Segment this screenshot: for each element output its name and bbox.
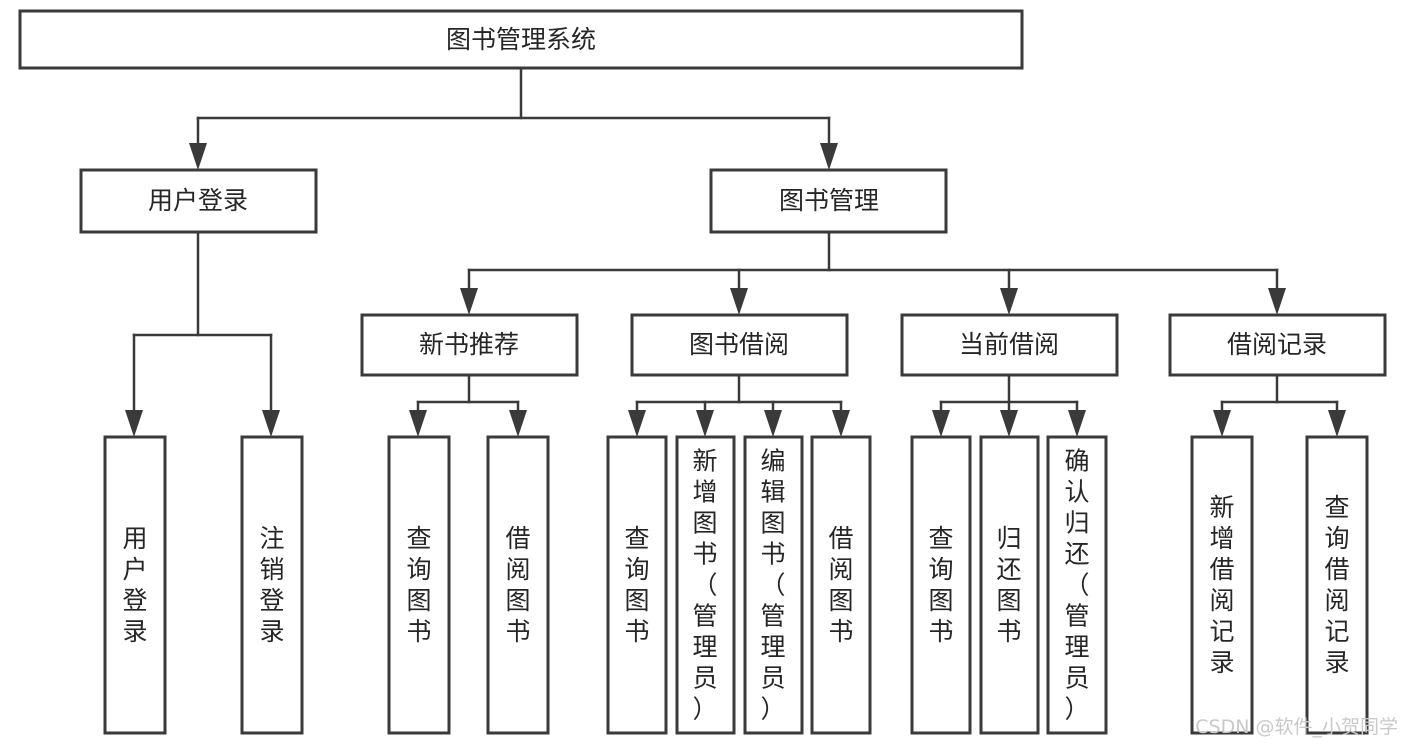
node-new-book-recommend-label: 新书推荐	[419, 330, 519, 359]
leaf-book-borrow-0-box[interactable]	[606, 435, 668, 735]
arrow-head-book-borrow-leaf-3	[832, 410, 850, 437]
arrow-head-current-borrow	[1000, 288, 1018, 315]
leaf-borrow-record-1-label: 查询借阅记录	[1324, 493, 1349, 677]
node-current-borrow[interactable]: 当前借阅	[900, 313, 1119, 377]
arrow-head-book-borrow-leaf-2	[764, 410, 782, 437]
node-new-book-recommend[interactable]: 新书推荐	[360, 313, 579, 377]
leaf-book-borrow-2-box[interactable]	[743, 435, 804, 735]
leaf-current-borrow-0-box[interactable]	[910, 435, 972, 735]
arrow-head-book-manage	[820, 143, 838, 170]
leaf-book-borrow-3-box[interactable]	[810, 435, 872, 735]
node-root-label: 图书管理系统	[446, 25, 596, 54]
node-book-borrow[interactable]: 图书借阅	[630, 313, 849, 377]
leaf-new-book-1-label: 借阅图书	[505, 524, 530, 646]
leaf-book-borrow-1-label: 新增图书（管理员）	[692, 447, 717, 724]
node-user-login-label: 用户登录	[148, 186, 248, 215]
leaf-current-borrow-0-label: 查询图书	[928, 524, 953, 646]
leaf-current-borrow-0[interactable]: 查询图书	[910, 435, 972, 735]
leaf-borrow-record-0[interactable]: 新增借阅记录	[1190, 435, 1254, 735]
leaf-book-borrow-2[interactable]: 编辑图书（管理员）	[743, 435, 804, 735]
arrow-head-new-book-leaf-0	[409, 410, 427, 437]
arrow-head-user-login	[189, 143, 207, 170]
leaf-borrow-record-1-box[interactable]	[1305, 435, 1369, 735]
leaf-user-login-0[interactable]: 用户登录	[103, 435, 167, 735]
leaf-current-borrow-2-box[interactable]	[1046, 435, 1108, 735]
arrow-head-book-borrow	[730, 288, 748, 315]
csdn-watermark: CSDN @软件_小贺同学	[1195, 716, 1398, 738]
leaf-user-login-0-box[interactable]	[103, 435, 167, 735]
leaf-user-login-0-label: 用户登录	[122, 524, 147, 646]
leaf-book-borrow-3-label: 借阅图书	[828, 524, 853, 646]
leaf-book-borrow-1[interactable]: 新增图书（管理员）	[675, 435, 736, 735]
node-user-login[interactable]: 用户登录	[79, 168, 318, 234]
arrow-head-current-borrow-leaf-2	[1068, 410, 1086, 437]
node-book-manage[interactable]: 图书管理	[709, 168, 948, 234]
node-current-borrow-label: 当前借阅	[959, 330, 1059, 359]
leaf-new-book-1[interactable]: 借阅图书	[486, 435, 550, 735]
arrow-head-borrow-record-leaf-1	[1328, 410, 1346, 437]
leaf-current-borrow-1[interactable]: 归还图书	[979, 435, 1040, 735]
leaf-borrow-record-0-box[interactable]	[1190, 435, 1254, 735]
leaf-current-borrow-1-label: 归还图书	[996, 524, 1021, 646]
node-book-manage-box[interactable]	[709, 168, 948, 234]
leaf-borrow-record-0-label: 新增借阅记录	[1209, 493, 1234, 677]
arrow-head-book-borrow-leaf-0	[628, 410, 646, 437]
arrow-head-book-borrow-leaf-1	[696, 410, 714, 437]
leaf-new-book-0-label: 查询图书	[406, 524, 431, 646]
node-root[interactable]: 图书管理系统	[18, 9, 1024, 70]
arrow-head-user-login-leaf-0	[125, 410, 143, 437]
leaf-book-borrow-3[interactable]: 借阅图书	[810, 435, 872, 735]
leaf-book-borrow-1-box[interactable]	[675, 435, 736, 735]
leaf-borrow-record-1[interactable]: 查询借阅记录	[1305, 435, 1369, 735]
node-user-login-box[interactable]	[79, 168, 318, 234]
arrow-head-new-book	[460, 288, 478, 315]
leaf-user-login-1-box[interactable]	[240, 435, 304, 735]
leaf-book-borrow-2-label: 编辑图书（管理员）	[760, 447, 785, 724]
arrow-head-borrow-record	[1268, 288, 1286, 315]
leaf-book-borrow-0[interactable]: 查询图书	[606, 435, 668, 735]
leaf-user-login-1-label: 注销登录	[259, 524, 284, 646]
leaf-current-borrow-2-label: 确认归还（管理员）	[1064, 447, 1089, 724]
node-root-box[interactable]	[18, 9, 1024, 70]
arrow-head-user-login-leaf-1	[262, 410, 280, 437]
node-new-book-recommend-box[interactable]	[360, 313, 579, 377]
node-current-borrow-box[interactable]	[900, 313, 1119, 377]
leaf-book-borrow-0-label: 查询图书	[624, 524, 649, 646]
node-book-manage-label: 图书管理	[779, 186, 879, 215]
leaf-current-borrow-1-box[interactable]	[979, 435, 1040, 735]
node-borrow-record-box[interactable]	[1168, 313, 1387, 377]
node-borrow-record[interactable]: 借阅记录	[1168, 313, 1387, 377]
leaf-new-book-0-box[interactable]	[387, 435, 451, 735]
node-book-borrow-box[interactable]	[630, 313, 849, 377]
leaf-user-login-1[interactable]: 注销登录	[240, 435, 304, 735]
arrow-head-current-borrow-leaf-1	[1000, 410, 1018, 437]
leaf-new-book-1-box[interactable]	[486, 435, 550, 735]
leaf-current-borrow-2[interactable]: 确认归还（管理员）	[1046, 435, 1108, 735]
arrow-head-current-borrow-leaf-0	[932, 410, 950, 437]
arrow-head-borrow-record-leaf-0	[1213, 410, 1231, 437]
arrow-head-new-book-leaf-1	[509, 410, 527, 437]
leaf-new-book-0[interactable]: 查询图书	[387, 435, 451, 735]
connector-layer	[125, 66, 1346, 437]
node-borrow-record-label: 借阅记录	[1227, 330, 1327, 359]
node-book-borrow-label: 图书借阅	[689, 330, 789, 359]
